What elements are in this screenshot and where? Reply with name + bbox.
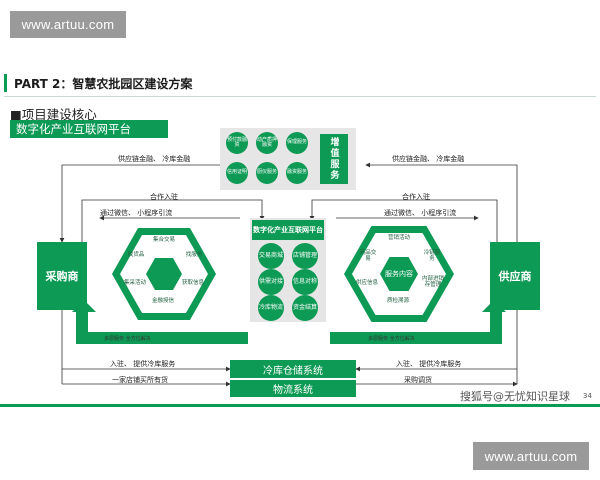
platform-circle: 供需对接 [258,269,284,295]
center-platform: 数字化产业互联网平台 交易商城 店铺管理 供需对接 信息对称 冷库物流 资金结算 [250,218,326,322]
flow-label: 入驻、 提供冷库服务 [396,360,462,368]
value-added-box: 增值服务 [320,134,348,184]
hex-item: 找服务 [185,252,203,258]
hex-item: 集合交易 [152,237,175,243]
hex-item: 找货品 [127,252,145,258]
watermark-top: www.artuu.com [10,11,126,38]
hex-item: 集采活动 [124,280,147,286]
flow-label: 合作入驻 [402,193,430,201]
slide-title-bar: PART 2：智慧农批园区建设方案 [4,72,596,97]
cold-storage-system-box: 冷库仓储系统 [230,360,356,378]
flow-label: 合作入驻 [150,193,178,201]
finance-circle: 预付款融资 [226,132,248,154]
flow-label: 采购调货 [404,376,432,384]
platform-circle: 资金结算 [292,295,318,321]
watermark-bottom: www.artuu.com [473,442,589,470]
hex-item: 供应信息 [356,280,379,286]
hex-item: 内部进销存管理 [421,276,444,289]
platform-circle: 信息对称 [292,269,318,295]
hex-item: 冷链服务 [423,250,441,263]
flow-label: 通过微信、 小程序引流 [384,209,457,217]
center-platform-title: 数字化产业互联网平台 [252,220,324,240]
platform-label: 数字化产业互联网平台 [10,120,168,138]
service-content-center: 服务内容 [380,257,418,291]
flow-label: 一家店铺买所有货 [112,376,168,384]
bottom-rule [0,404,600,407]
flow-label: 通过微信、 小程序引流 [100,209,173,217]
platform-circle: 交易商城 [258,243,284,269]
hex-item: 金融授信 [151,298,174,304]
supplier-box: 供应商 [490,242,540,310]
section-title: ■项目建设核心 [10,107,97,122]
flow-label: 入驻、 提供冷库服务 [110,360,176,368]
finance-circle: 融资服务 [286,162,308,184]
purchaser-box: 采购商 [37,242,87,310]
finance-circle: 信用证明 [226,162,248,184]
slide-title: PART 2：智慧农批园区建设方案 [14,77,193,91]
flow-label: 多层服务 全方位解决 [104,336,151,342]
finance-circle: 动产质押融资 [256,132,278,154]
hex-item: 获取信息 [182,280,205,286]
logistics-system-box: 物流系统 [230,380,356,397]
top-finance-cluster: 预付款融资 动产质押融资 保理服务 信用证明 厨仪服务 融资服务 增值服务 [220,128,356,190]
page-number: 34 [583,392,592,400]
hex-item: 营销活动 [387,235,410,241]
flow-label: 多层服务 全方位解决 [368,336,415,342]
platform-circle: 店铺管理 [292,243,318,269]
hex-item: 质检溯源 [386,298,409,304]
supplier-service-hexagon: 服务内容 营销活动 商品交易 冷链服务 供应信息 内部进销存管理 质检溯源 [344,226,454,322]
hex-item: 商品交易 [359,250,377,263]
finance-circle: 厨仪服务 [256,162,278,184]
platform-circle: 冷库物流 [258,295,284,321]
title-accent-bar [4,74,7,92]
flow-label: 供应链金融、 冷库金融 [118,155,191,163]
finance-circle: 保理服务 [286,132,308,154]
flow-label: 供应链金融、 冷库金融 [392,155,465,163]
footer-source: 搜狐号@无忧知识星球 [460,390,570,403]
